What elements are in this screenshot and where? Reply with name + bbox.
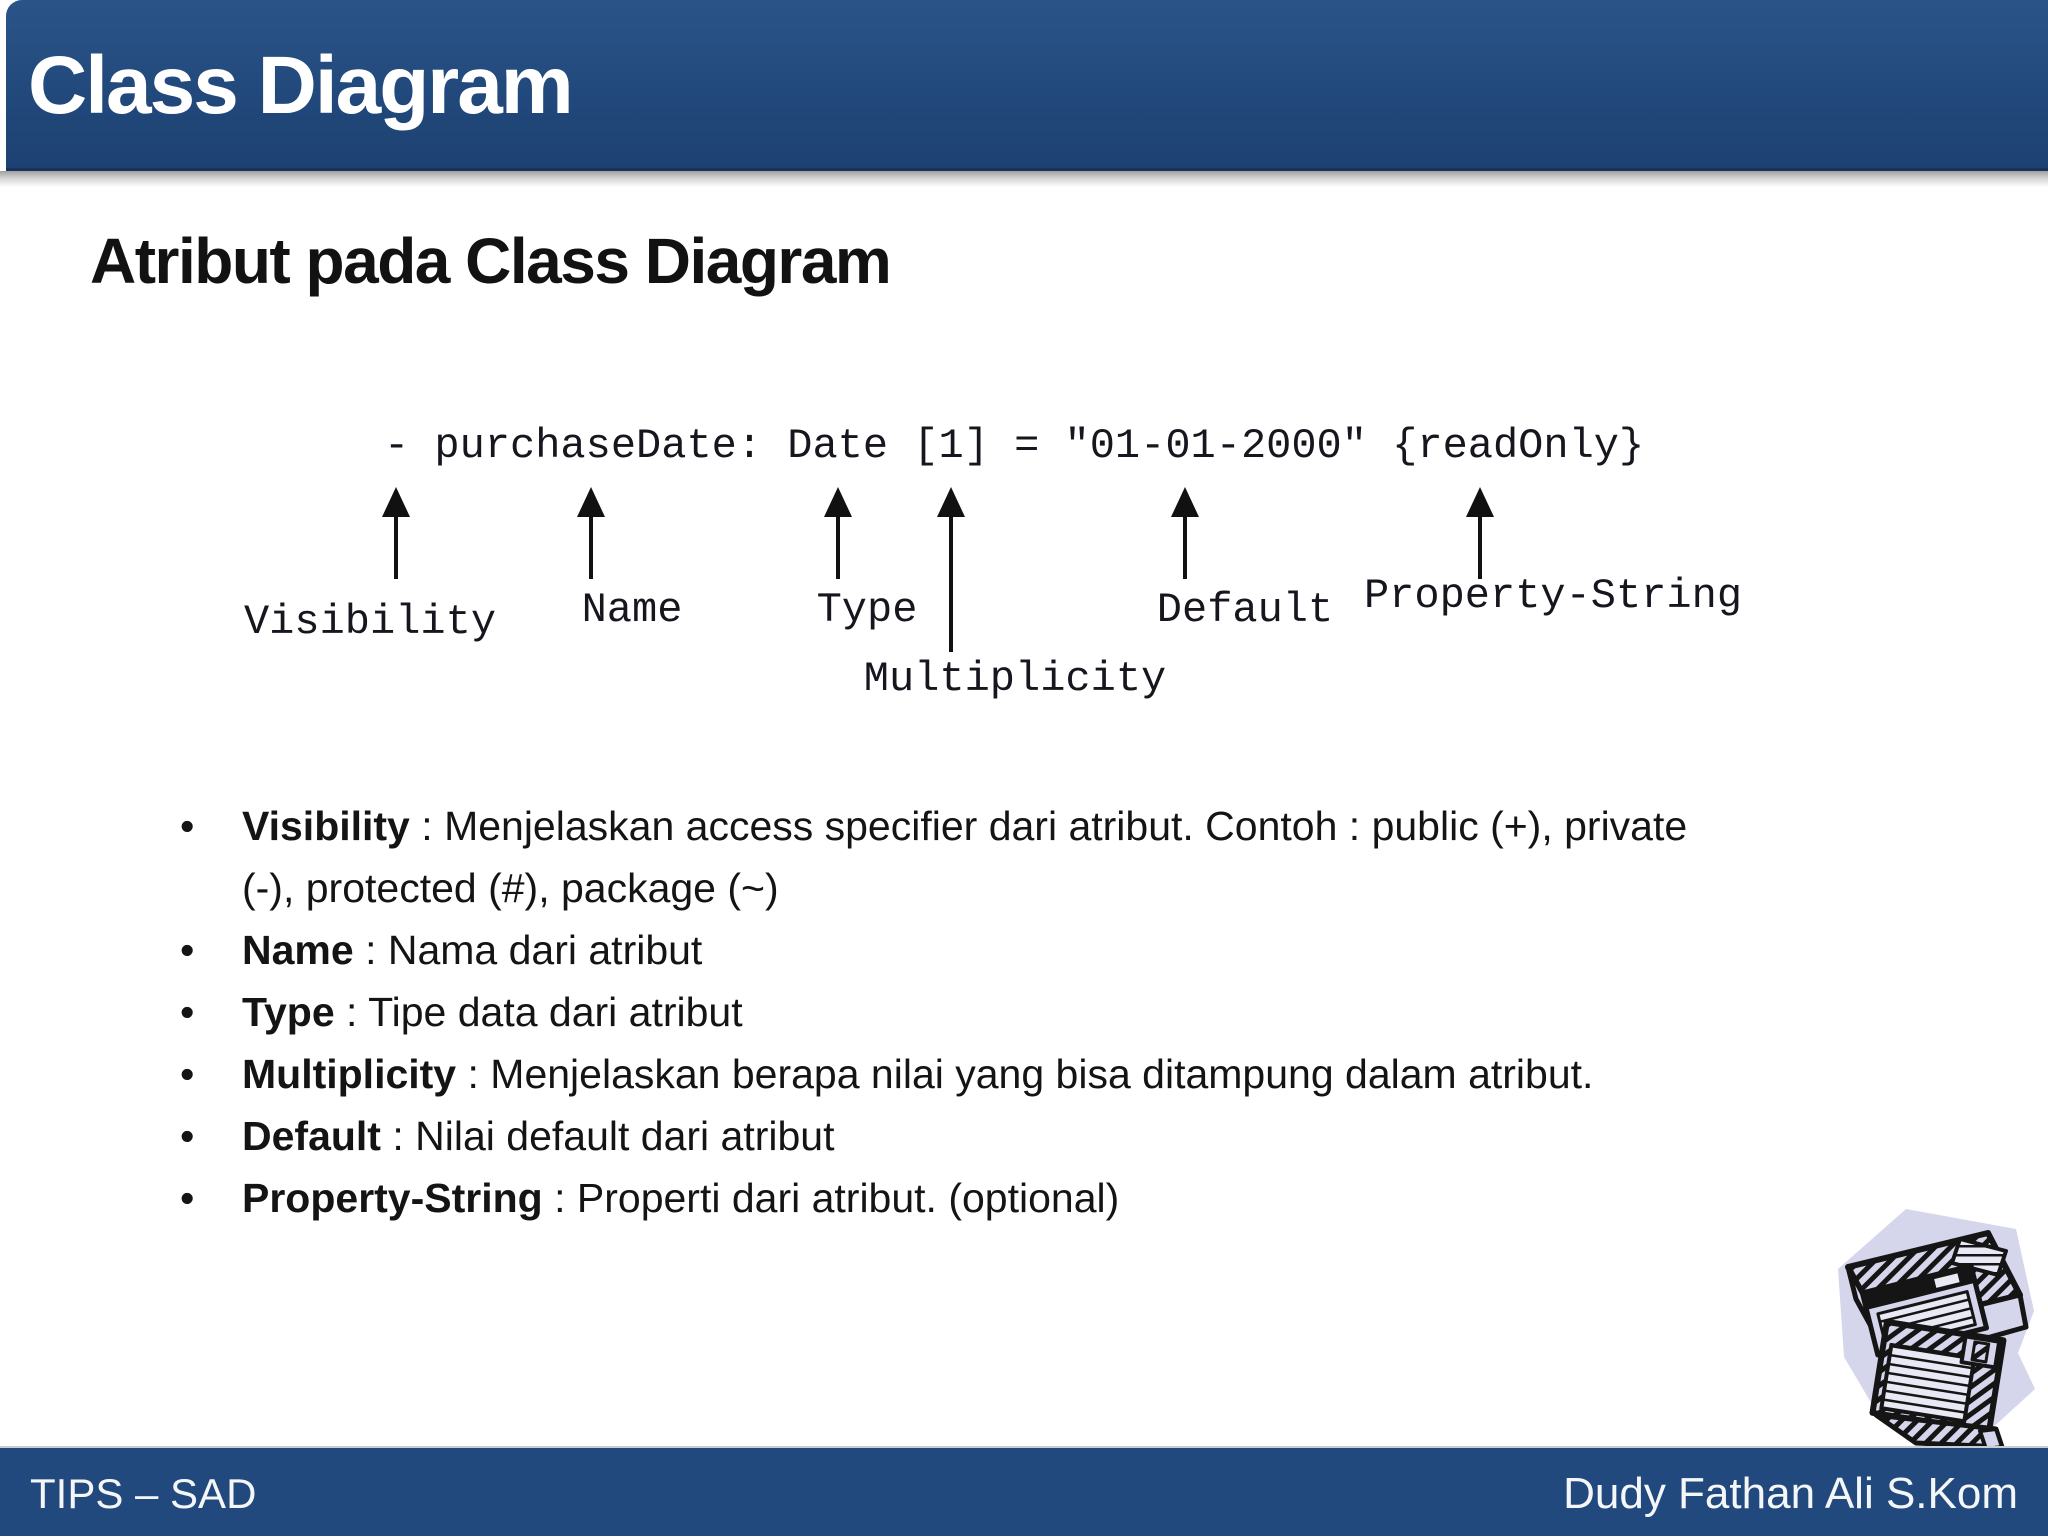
name-arrow-icon (577, 487, 605, 579)
footer-course-label: TIPS – SAD (30, 1470, 257, 1517)
multiplicity-label: Multiplicity (863, 655, 1167, 703)
bullet-term: Property-String (242, 1175, 543, 1221)
bullet-separator: : (353, 927, 388, 973)
list-item: Multiplicity : Menjelaskan berapa nilai … (180, 1043, 1710, 1105)
visibility-arrow-icon (382, 487, 410, 579)
bullet-term: Default (242, 1113, 381, 1159)
attribute-definitions-list: Visibility : Menjelaskan access specifie… (180, 795, 1710, 1229)
bullet-term: Multiplicity (242, 1051, 457, 1097)
bullet-separator: : (542, 1175, 577, 1221)
list-item: Type : Tipe data dari atribut (180, 981, 1710, 1043)
bullet-desc: Tipe data dari atribut (368, 989, 743, 1035)
footer-author-label: Dudy Fathan Ali S.Kom (1563, 1469, 2018, 1518)
page-title: Class Diagram (28, 40, 574, 131)
bullet-term: Type (242, 989, 335, 1035)
list-item: Property-String : Properti dari atribut.… (180, 1167, 1710, 1229)
slide-subtitle: Atribut pada Class Diagram (90, 225, 892, 297)
title-bar-shadow (0, 171, 2048, 187)
name-label: Name (581, 586, 683, 634)
default-label: Default (1156, 586, 1334, 634)
bullet-term: Visibility (242, 803, 410, 849)
attribute-code-line: - purchaseDate: Date [1] = "01-01-2000" … (384, 422, 1645, 470)
list-item: Default : Nilai default dari atribut (180, 1105, 1710, 1167)
property-string-arrow-icon (1466, 487, 1494, 579)
bullet-separator: : (334, 989, 369, 1035)
list-item: Visibility : Menjelaskan access specifie… (180, 795, 1710, 919)
property-string-label: Property-String (1363, 572, 1743, 620)
bullet-desc: Menjelaskan access specifier dari atribu… (242, 803, 1688, 911)
default-arrow-icon (1171, 487, 1199, 579)
bullet-desc: Nilai default dari atribut (415, 1113, 835, 1159)
bullet-desc: Nama dari atribut (387, 927, 703, 973)
floppy-disk-stack-icon (1838, 1209, 2035, 1451)
bullet-separator: : (409, 803, 445, 849)
bullet-separator: : (456, 1051, 491, 1097)
type-arrow-icon (824, 487, 852, 579)
type-label: Type (816, 586, 918, 634)
slide-footer-bar: TIPS – SAD Dudy Fathan Ali S.Kom (0, 1446, 2048, 1536)
bullet-desc: Menjelaskan berapa nilai yang bisa ditam… (490, 1051, 1594, 1097)
list-item: Name : Nama dari atribut (180, 919, 1710, 981)
bullet-desc: Properti dari atribut. (optional) (576, 1175, 1120, 1221)
visibility-label: Visibility (243, 598, 497, 646)
multiplicity-arrow-icon (937, 487, 965, 652)
bullet-separator: : (380, 1113, 416, 1159)
bullet-term: Name (242, 927, 354, 973)
slide-title-bar: Class Diagram (6, 0, 2048, 171)
